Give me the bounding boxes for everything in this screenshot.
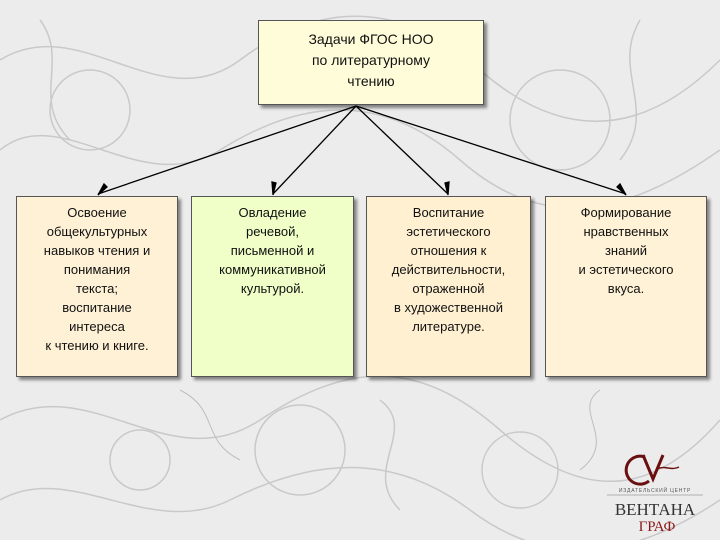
box-text-line: речевой, bbox=[246, 224, 299, 239]
box-text-line: нравственных bbox=[583, 224, 669, 239]
logo-name-line2: ГРАФ bbox=[639, 519, 676, 535]
task-box-reading-skills: Освоение общекультурных навыков чтения и… bbox=[16, 196, 178, 377]
box-text-line: текста; bbox=[75, 281, 119, 296]
task-box-speech-culture: Овладение речевой, письменной и коммуник… bbox=[191, 196, 354, 377]
box-text-line: к чтению и книге. bbox=[45, 338, 149, 353]
box-text-line: общекультурных bbox=[46, 224, 148, 239]
box-text-line: отраженной bbox=[412, 281, 485, 296]
box-text-line: интереса bbox=[69, 319, 125, 334]
box-text-line: навыков чтения и bbox=[43, 243, 151, 258]
box-text-line: вкуса. bbox=[607, 281, 645, 296]
box-text-line: Освоение bbox=[67, 205, 127, 220]
title-line: чтению bbox=[347, 73, 395, 89]
box-text-line: коммуникативной bbox=[219, 262, 326, 277]
box-text-line: Формирование bbox=[580, 205, 672, 220]
publisher-logo: ИЗДАТЕЛЬСКИЙ ЦЕНТР ВЕНТАНА ГРАФ bbox=[607, 454, 703, 535]
box-text-line: отношения к bbox=[410, 243, 487, 258]
title-line: по литературному bbox=[311, 52, 431, 68]
box-text-line: письменной и bbox=[230, 243, 315, 258]
title-box: Задачи ФГОС НОО по литературному чтению bbox=[258, 20, 484, 105]
box-text-line: и эстетического bbox=[578, 262, 674, 277]
box-text-line: Воспитание bbox=[412, 205, 485, 220]
box-text-line: литературе. bbox=[412, 319, 485, 334]
title-line: Задачи ФГОС НОО bbox=[308, 31, 434, 47]
box-text-line: знаний bbox=[604, 243, 648, 258]
task-box-moral-knowledge: Формирование нравственных знаний и эстет… bbox=[545, 196, 707, 377]
box-text-line: в художественной bbox=[394, 300, 503, 315]
task-box-aesthetic-attitude: Воспитание эстетического отношения к дей… bbox=[366, 196, 531, 377]
logo-tagline: ИЗДАТЕЛЬСКИЙ ЦЕНТР bbox=[619, 486, 691, 494]
box-text-line: понимания bbox=[63, 262, 131, 277]
box-text-line: воспитание bbox=[62, 300, 132, 315]
box-text-line: действительности, bbox=[391, 262, 506, 277]
box-text-line: культурой. bbox=[240, 281, 305, 296]
box-text-line: Овладение bbox=[238, 205, 307, 220]
vg-monogram-icon bbox=[624, 454, 680, 486]
box-text-line: эстетического bbox=[406, 224, 491, 239]
logo-name-line1: ВЕНТАНА bbox=[615, 500, 696, 519]
